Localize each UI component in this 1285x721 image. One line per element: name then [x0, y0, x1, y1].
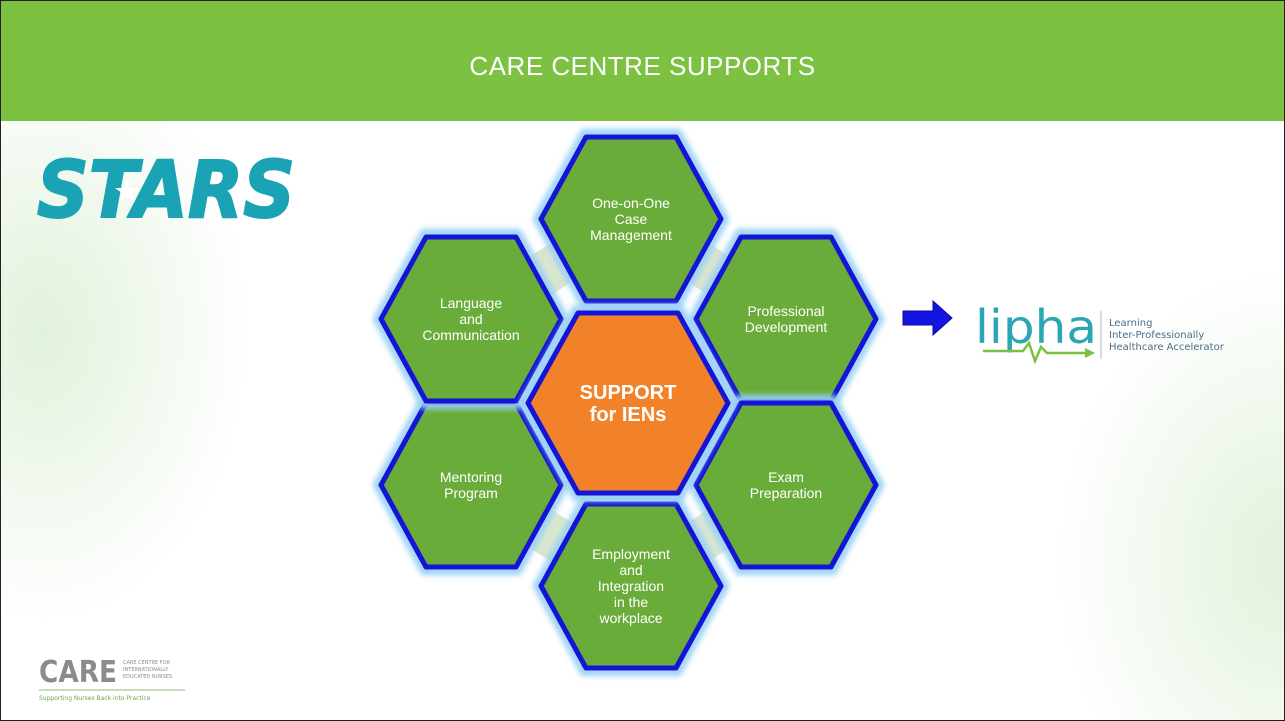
hex-employment-integration-label-line: Employment: [592, 546, 670, 562]
stars-logo: STARS: [36, 149, 296, 223]
hex-center-support-glow: [519, 305, 737, 501]
right-arrow-icon: [902, 299, 953, 337]
hex-exam-preparation-label-line: Preparation: [750, 485, 822, 501]
hex-center-support-label-line: for IENs: [590, 404, 667, 426]
hex-language-communication-shape: [378, 234, 564, 404]
lipha-logo: lipha Learning Inter-Professionally Heal…: [975, 303, 1225, 365]
hex-exam-preparation-label-line: Exam: [768, 469, 804, 485]
hex-mentoring-program-label-line: Program: [444, 485, 498, 501]
care-wordmark: CARE: [39, 655, 117, 690]
hex-language-communication-label-line: Communication: [422, 327, 519, 343]
hex-case-management-label-line: One-on-One: [592, 195, 670, 211]
hex-exam-preparation-glow: [687, 395, 885, 575]
hex-case-management-shape: [538, 134, 724, 304]
hex-employment-integration-label-line: and: [619, 562, 642, 578]
lipha-line-1: Learning: [1109, 318, 1152, 329]
hex-language-communication-label-line: Language: [440, 295, 503, 311]
stars-logo-text: STARS: [37, 149, 295, 223]
hex-employment-integration-label-line: workplace: [598, 610, 662, 626]
care-logo: CARE CARE CENTRE FOR INTERNATIONALLY EDU…: [39, 655, 185, 702]
care-line-1: CARE CENTRE FOR: [123, 660, 171, 666]
heartbeat-icon: [983, 340, 1085, 365]
arrowhead-icon: [1085, 348, 1095, 358]
star-icon: [115, 179, 139, 202]
hex-exam-preparation-shape: [693, 400, 879, 570]
lipha-line-3: Healthcare Accelerator: [1109, 342, 1225, 353]
hex-case-management-label-line: Management: [590, 227, 672, 243]
hex-professional-development-label-line: Development: [745, 319, 828, 335]
hex-employment-integration-label-line: in the: [614, 594, 648, 610]
hex-center-support-shape: [525, 310, 731, 496]
lipha-wordmark: lipha: [975, 303, 1097, 354]
lipha-line-2: Inter-Professionally: [1109, 330, 1204, 341]
hex-center-support-label-line: SUPPORT: [580, 382, 677, 404]
care-tagline: Supporting Nurses Back into Practice: [39, 695, 151, 702]
hex-language-communication-glow: [372, 229, 570, 409]
care-line-2: INTERNATIONALLY: [123, 667, 169, 673]
hex-nodes: One-on-OneCaseManagementProfessionalDeve…: [372, 129, 885, 676]
hex-employment-integration-shape: [538, 501, 724, 671]
hex-case-management-label-line: Case: [615, 211, 648, 227]
slide-title: CARE CENTRE SUPPORTS: [469, 51, 816, 81]
header-bar: CARE CENTRE SUPPORTS: [1, 1, 1284, 121]
hex-language-communication-label-line: and: [459, 311, 482, 327]
care-line-3: EDUCATED NURSES: [123, 674, 172, 680]
hex-employment-integration-label-line: Integration: [598, 578, 664, 594]
hex-professional-development-label-line: Professional: [747, 303, 824, 319]
hex-mentoring-program-label-line: Mentoring: [440, 469, 502, 485]
